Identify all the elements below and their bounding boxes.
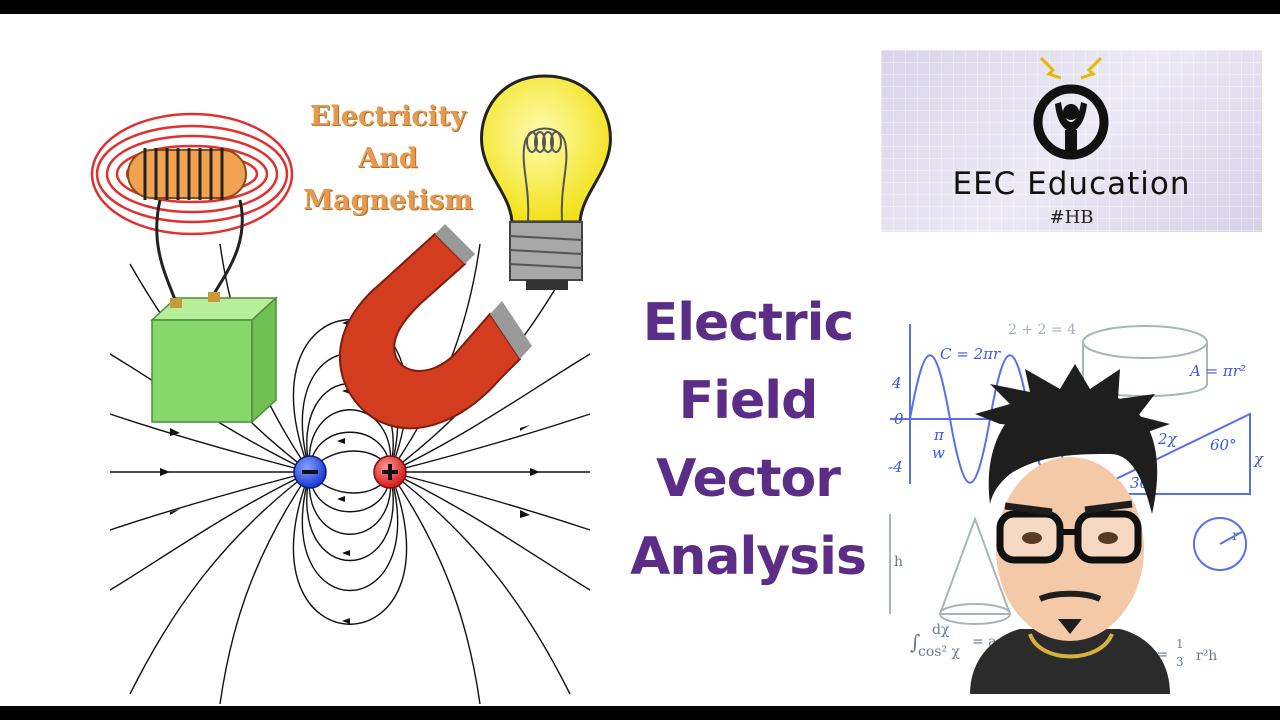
logo-tag: #HB (1049, 207, 1094, 228)
thumbnail-canvas: Electricity And Magnetism Electric Field… (0, 14, 1280, 706)
title-line: Electric (642, 293, 855, 353)
volume-frac-num: 1 (1176, 637, 1184, 651)
label-r: r (1232, 528, 1239, 544)
label-60: 60° (1210, 436, 1237, 454)
battery-block (150, 292, 278, 424)
formula-area: A = πr² (1188, 362, 1246, 380)
frac-w: w (932, 444, 945, 462)
electricity-magnetism-heading: Electricity And Magnetism (288, 96, 488, 222)
heading-line: And (358, 143, 418, 174)
positive-charge (373, 455, 407, 489)
title-line: Analysis (630, 527, 867, 587)
volume-frac-den: 3 (1176, 655, 1184, 669)
formula-sum: 2 + 2 = 4 (1008, 322, 1076, 338)
math-avatar-illustration: C = 2πr A = πr² 4 0 -4 π w 2χ 60° 30° χ … (888, 322, 1264, 694)
light-bulb (480, 74, 612, 290)
frac-cos: cos² χ (918, 644, 961, 660)
title-line: Vector (656, 449, 841, 509)
label-chi: χ (1253, 450, 1264, 468)
integral-sign: ∫ (910, 630, 920, 654)
title-line: Field (678, 371, 819, 431)
cartoon-avatar (970, 364, 1170, 694)
person-emblem-icon (1033, 56, 1109, 160)
formula-circumference: C = 2πr (940, 345, 1001, 363)
video-title: Electric Field Vector Analysis (612, 284, 884, 596)
tick-0: 0 (894, 410, 904, 428)
label-h: h (894, 554, 903, 570)
negative-charge (293, 455, 327, 489)
electric-field-illustration (90, 74, 612, 705)
solenoid-coil (90, 112, 294, 303)
label-2x: 2χ (1157, 430, 1178, 448)
tick-4: 4 (891, 374, 902, 392)
frac-pi: π (933, 426, 945, 444)
heading-line: Magnetism (303, 185, 473, 216)
volume-tail: r²h (1196, 648, 1217, 664)
eec-education-logo: EEC Education #HB (881, 50, 1262, 232)
horseshoe-magnet (339, 224, 532, 430)
frac-dx: dχ (932, 622, 950, 638)
logo-name: EEC Education (952, 166, 1191, 202)
tick-neg4: -4 (888, 458, 903, 476)
heading-line: Electricity (309, 101, 467, 132)
